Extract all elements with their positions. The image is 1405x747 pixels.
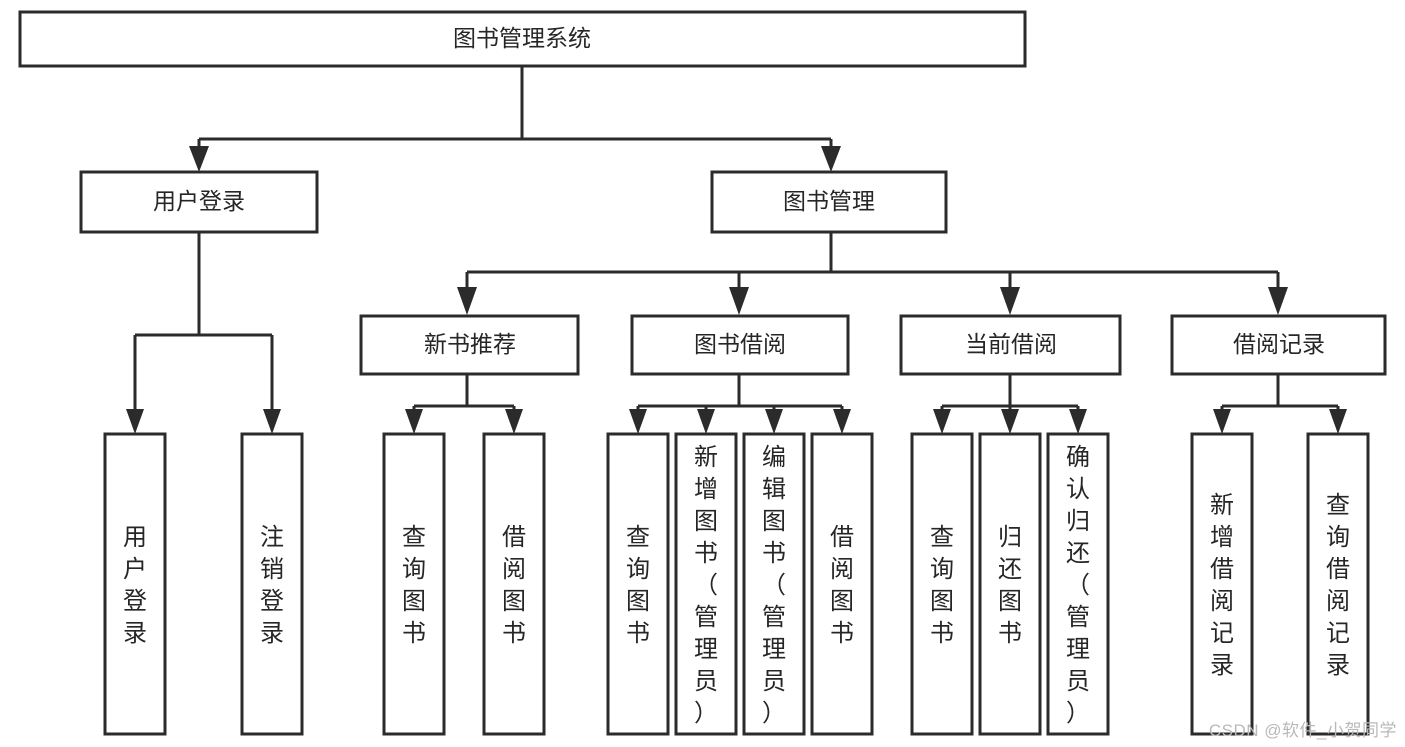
node-borrow-label: 图书借阅 xyxy=(694,331,786,357)
node-records[interactable]: 借阅记录 xyxy=(1170,314,1387,376)
node-leaf7-box[interactable] xyxy=(742,432,806,736)
node-leaf4[interactable]: 借阅图书 xyxy=(482,432,546,736)
node-leaf1-label: 用户登录 xyxy=(123,524,147,647)
connector-records-trunk xyxy=(1220,374,1340,418)
connector-newbook-trunk xyxy=(412,374,516,418)
node-records-box[interactable] xyxy=(1170,314,1387,376)
node-borrow[interactable]: 图书借阅 xyxy=(630,314,850,376)
leaf-nodes-layer: 用户登录 注销登录 查询图书 借阅图书 查询图书 新增图书（管理员） xyxy=(103,432,1370,736)
node-login-label: 用户登录 xyxy=(153,188,245,214)
node-current-label: 当前借阅 xyxy=(965,331,1057,357)
node-leaf10-label: 归还图书 xyxy=(998,524,1022,647)
node-leaf9[interactable]: 查询图书 xyxy=(910,432,974,736)
arrowhead-to-leaf11 xyxy=(1069,409,1087,434)
node-leaf11-box[interactable] xyxy=(1046,432,1110,736)
node-borrow-box[interactable] xyxy=(630,314,850,376)
node-leaf7[interactable]: 编辑图书（管理员） xyxy=(742,432,806,736)
node-leaf13[interactable]: 查询借阅记录 xyxy=(1306,432,1370,736)
arrowhead-to-leaf3 xyxy=(405,409,423,434)
arrowhead-to-login xyxy=(189,146,209,172)
node-leaf13-label: 查询借阅记录 xyxy=(1326,492,1350,679)
node-current-box[interactable] xyxy=(899,314,1122,376)
node-leaf3-label: 查询图书 xyxy=(402,524,426,647)
node-leaf8[interactable]: 借阅图书 xyxy=(810,432,874,736)
node-leaf4-label: 借阅图书 xyxy=(502,524,526,647)
arrowhead-to-leaf2 xyxy=(263,409,281,434)
arrowhead-to-borrow xyxy=(729,287,749,315)
arrowhead-to-leaf1 xyxy=(126,409,144,434)
node-leaf2-box[interactable] xyxy=(240,432,304,736)
node-leaf6-box[interactable] xyxy=(674,432,738,736)
node-leaf9-label: 查询图书 xyxy=(930,524,954,647)
arrowhead-to-leaf12 xyxy=(1213,409,1231,434)
node-login-box[interactable] xyxy=(79,170,319,234)
node-leaf6[interactable]: 新增图书（管理员） xyxy=(674,432,738,736)
node-leaf9-box[interactable] xyxy=(910,432,974,736)
node-leaf5-label: 查询图书 xyxy=(626,524,650,647)
node-root[interactable]: 图书管理系统 xyxy=(18,10,1027,68)
node-records-label: 借阅记录 xyxy=(1233,331,1325,357)
arrowhead-to-leaf8 xyxy=(833,409,851,434)
node-leaf8-box[interactable] xyxy=(810,432,874,736)
node-leaf12-box[interactable] xyxy=(1190,432,1254,736)
connector-layer xyxy=(126,66,1347,434)
node-leaf4-box[interactable] xyxy=(482,432,546,736)
node-leaf11-label: 确认归还（管理员） xyxy=(1066,444,1090,727)
node-leaf2[interactable]: 注销登录 xyxy=(240,432,304,736)
node-leaf12-label: 新增借阅记录 xyxy=(1210,492,1234,679)
node-newbook[interactable]: 新书推荐 xyxy=(359,314,580,376)
arrowhead-to-leaf5 xyxy=(629,409,647,434)
node-leaf10-box[interactable] xyxy=(978,432,1042,736)
arrowhead-to-leaf9 xyxy=(933,409,951,434)
node-bookmgmt[interactable]: 图书管理 xyxy=(710,170,948,234)
node-leaf7-label: 编辑图书（管理员） xyxy=(762,444,786,727)
connector-borrow-trunk xyxy=(636,374,844,418)
node-leaf10[interactable]: 归还图书 xyxy=(978,432,1042,736)
node-bookmgmt-label: 图书管理 xyxy=(783,188,875,214)
arrowhead-to-records xyxy=(1268,287,1288,315)
node-leaf1-box[interactable] xyxy=(103,432,167,736)
node-newbook-label: 新书推荐 xyxy=(424,331,516,357)
node-leaf3-box[interactable] xyxy=(382,432,446,736)
arrowhead-to-leaf13 xyxy=(1329,409,1347,434)
connector-login-trunk xyxy=(133,232,274,418)
arrowhead-to-leaf4 xyxy=(505,409,523,434)
arrowhead-to-leaf6 xyxy=(697,409,715,434)
node-root-label: 图书管理系统 xyxy=(453,25,591,51)
node-leaf8-label: 借阅图书 xyxy=(830,524,854,647)
node-leaf5-box[interactable] xyxy=(606,432,670,736)
arrowhead-to-current xyxy=(1000,287,1020,315)
arrowhead-to-leaf7 xyxy=(765,409,783,434)
node-leaf3[interactable]: 查询图书 xyxy=(382,432,446,736)
node-leaf11[interactable]: 确认归还（管理员） xyxy=(1046,432,1110,736)
node-leaf5[interactable]: 查询图书 xyxy=(606,432,670,736)
node-newbook-box[interactable] xyxy=(359,314,580,376)
node-root-box[interactable] xyxy=(18,10,1027,68)
node-bookmgmt-box[interactable] xyxy=(710,170,948,234)
node-leaf2-label: 注销登录 xyxy=(260,524,284,647)
node-leaf13-box[interactable] xyxy=(1306,432,1370,736)
connector-root-trunk xyxy=(197,66,833,158)
arrowhead-to-bookmgmt xyxy=(821,146,841,172)
node-leaf6-label: 新增图书（管理员） xyxy=(694,444,718,727)
node-login[interactable]: 用户登录 xyxy=(79,170,319,234)
connector-bookmgmt-trunk xyxy=(465,232,1280,292)
arrowhead-to-leaf10 xyxy=(1001,409,1019,434)
node-leaf12[interactable]: 新增借阅记录 xyxy=(1190,432,1254,736)
node-leaf1[interactable]: 用户登录 xyxy=(103,432,167,736)
arrowhead-to-newbook xyxy=(457,287,477,315)
node-current[interactable]: 当前借阅 xyxy=(899,314,1122,376)
